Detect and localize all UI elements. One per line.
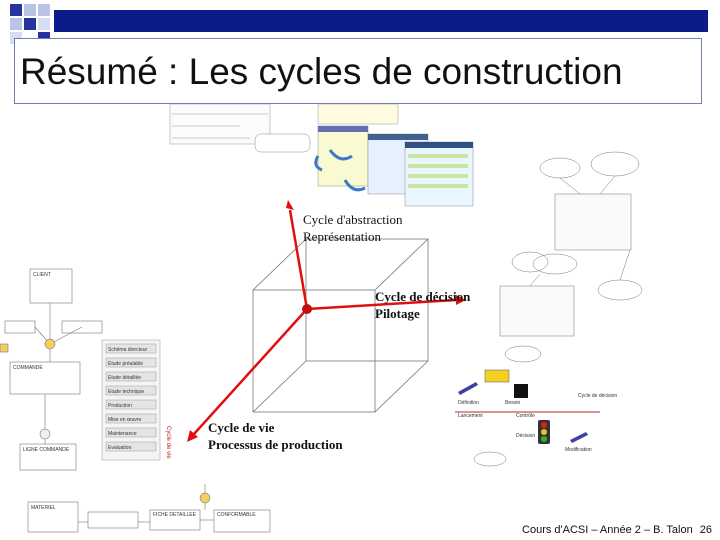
vertical-caption: Cycle de vie bbox=[165, 426, 171, 459]
svg-text:Contrôle: Contrôle bbox=[516, 413, 535, 419]
corner-square-light-1 bbox=[24, 4, 36, 16]
mcd-box-ligne bbox=[19, 443, 77, 471]
svg-text:COMMANDE: COMMANDE bbox=[13, 365, 43, 371]
footer-course: Cours d'ACSI – Année 2 – B. Talon bbox=[522, 524, 693, 536]
corner-square-light-2 bbox=[38, 4, 50, 16]
mcd-labels: CLIENT COMMANDE LIGNE COMMANDE MATERIEL … bbox=[13, 272, 256, 518]
abstraction-label-2: Représentation bbox=[303, 229, 381, 244]
svg-text:FICHE DETAILLEE: FICHE DETAILLEE bbox=[153, 512, 197, 518]
svg-text:Modification: Modification bbox=[565, 447, 592, 453]
title-bar-stripe bbox=[54, 10, 708, 32]
life-step-2: Etude préalable bbox=[108, 361, 143, 367]
corner-square-dark-2 bbox=[24, 18, 36, 30]
mcd-box-client bbox=[29, 268, 73, 304]
mcd-box-materiel bbox=[27, 501, 79, 533]
decision-box-yellow bbox=[484, 369, 510, 383]
life-label-1: Cycle de vie bbox=[208, 420, 275, 435]
life-step-box-7 bbox=[105, 427, 157, 438]
life-step-8: Evaluation bbox=[108, 445, 132, 451]
mcd-box-conformable bbox=[213, 509, 271, 533]
life-step-7: Maintenance bbox=[108, 431, 137, 437]
svg-text:CONFORMABLE: CONFORMABLE bbox=[217, 512, 256, 518]
axis-labels: Cycle d'abstraction Représentation Cycle… bbox=[208, 212, 471, 452]
life-step-box-6 bbox=[105, 413, 157, 424]
svg-text:Cycle de décision: Cycle de décision bbox=[578, 393, 617, 399]
origin-point bbox=[302, 304, 312, 314]
svg-text:MATERIEL: MATERIEL bbox=[31, 505, 56, 511]
pen-icon-1 bbox=[458, 382, 478, 395]
svg-text:Lancement: Lancement bbox=[458, 413, 483, 419]
corner-square-light-4 bbox=[38, 18, 50, 30]
footer-page-number: 26 bbox=[699, 524, 712, 536]
cycles-diagram: CLIENT COMMANDE LIGNE COMMANDE MATERIEL … bbox=[0, 104, 643, 533]
decision-screenshot bbox=[499, 151, 643, 363]
svg-text:Définition: Définition bbox=[458, 400, 479, 406]
pen-icon-2 bbox=[570, 432, 588, 443]
life-label-2: Processus de production bbox=[208, 437, 343, 452]
life-step-3: Etude détaillée bbox=[108, 375, 141, 381]
page-title: Résumé : Les cycles de construction bbox=[20, 51, 623, 92]
decision-label-2: Pilotage bbox=[375, 306, 420, 321]
life-step-box-3 bbox=[105, 371, 157, 382]
corner-square-dark-1 bbox=[10, 4, 22, 16]
red-axes bbox=[187, 200, 466, 442]
life-step-box-4 bbox=[105, 385, 157, 396]
top-screenshots bbox=[169, 104, 474, 207]
life-step-box-5 bbox=[105, 399, 157, 410]
life-step-5: Production bbox=[108, 403, 132, 409]
cube bbox=[252, 238, 429, 413]
title-box bbox=[14, 38, 702, 104]
svg-text:LIGNE COMMANDE: LIGNE COMMANDE bbox=[23, 447, 70, 453]
decision-icons: Définition Besoin Lancement Contrôle Déc… bbox=[455, 369, 617, 467]
svg-text:Besoin: Besoin bbox=[505, 400, 521, 406]
life-steps: Schéma directeur Etude préalable Etude d… bbox=[101, 339, 171, 461]
abstraction-label-1: Cycle d'abstraction bbox=[303, 212, 403, 227]
life-step-1: Schéma directeur bbox=[108, 347, 148, 353]
corner-square-light-3 bbox=[10, 18, 22, 30]
life-step-box-1 bbox=[105, 343, 157, 354]
svg-text:CLIENT: CLIENT bbox=[33, 272, 51, 278]
svg-text:Décision: Décision bbox=[516, 433, 535, 439]
footer: Cours d'ACSI – Année 2 – B. Talon 26 bbox=[518, 524, 712, 536]
decision-label-1: Cycle de décision bbox=[375, 289, 471, 304]
form-window-1 bbox=[317, 125, 369, 187]
computer-icon bbox=[514, 384, 528, 398]
mcd-screenshot bbox=[0, 268, 271, 533]
life-step-box-8 bbox=[105, 441, 157, 452]
life-step-6: Mise en œuvre bbox=[108, 417, 142, 423]
life-step-box-2 bbox=[105, 357, 157, 368]
life-step-4: Etude technique bbox=[108, 389, 144, 395]
